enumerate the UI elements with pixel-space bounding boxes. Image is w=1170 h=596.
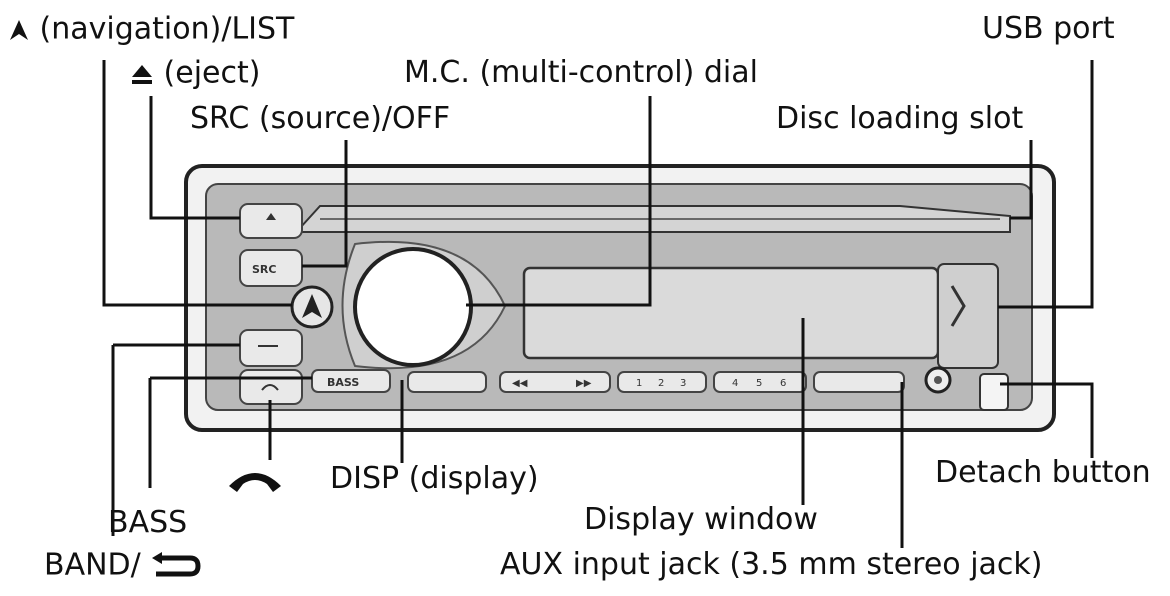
preset-6: 6 xyxy=(780,378,786,389)
label-navigation-text: (navigation)/LIST xyxy=(39,11,295,47)
usb-port-icon xyxy=(950,285,966,327)
label-band-text: BAND/ xyxy=(44,547,141,583)
phone-icon-small xyxy=(261,384,279,391)
label-src: SRC (source)/OFF xyxy=(190,101,451,136)
multi-control-dial[interactable] xyxy=(353,247,473,367)
label-usb-port: USB port xyxy=(982,11,1115,46)
label-eject-text: (eject) xyxy=(163,55,261,91)
label-band: BAND/ xyxy=(44,550,202,581)
label-navigation: (navigation)/LIST xyxy=(8,14,294,45)
src-button[interactable] xyxy=(239,249,303,287)
bass-button-label: BASS xyxy=(327,376,359,389)
src-button-label: SRC xyxy=(252,263,276,276)
navigation-button-icon xyxy=(302,294,322,318)
eject-icon xyxy=(132,64,152,84)
detach-button[interactable] xyxy=(979,373,1009,411)
eject-button[interactable] xyxy=(239,203,303,239)
preset-buttons-4-6[interactable] xyxy=(713,371,807,393)
track-next-icon: ▶▶ xyxy=(576,378,592,389)
return-icon xyxy=(152,551,201,576)
label-disc-slot: Disc loading slot xyxy=(776,101,1024,136)
back-button[interactable] xyxy=(239,329,303,367)
label-aux: AUX input jack (3.5 mm stereo jack) xyxy=(500,547,1043,582)
bass-button[interactable] xyxy=(311,369,391,393)
label-eject: (eject) xyxy=(130,58,260,89)
preset-buttons-1-3[interactable] xyxy=(617,371,707,393)
track-buttons[interactable] xyxy=(499,371,611,393)
phone-button[interactable] xyxy=(239,369,303,405)
preset-5: 5 xyxy=(756,378,762,389)
label-detach: Detach button xyxy=(935,455,1151,490)
usb-port-cover[interactable] xyxy=(937,263,999,369)
navigation-icon xyxy=(10,19,28,40)
preset-2: 2 xyxy=(658,378,664,389)
preset-4: 4 xyxy=(732,378,738,389)
preset-buttons-extra[interactable] xyxy=(813,371,905,393)
preset-1: 1 xyxy=(636,378,642,389)
track-prev-icon: ◀◀ xyxy=(512,378,528,389)
display-window xyxy=(522,266,940,360)
label-bass: BASS xyxy=(108,505,188,540)
label-phone xyxy=(225,463,285,494)
eject-button-icon xyxy=(266,213,276,220)
label-mc-dial: M.C. (multi-control) dial xyxy=(404,55,758,90)
preset-3: 3 xyxy=(680,378,686,389)
label-display-window: Display window xyxy=(584,502,818,537)
label-disp: DISP (display) xyxy=(330,461,539,496)
disp-button[interactable] xyxy=(407,371,487,393)
phone-icon xyxy=(229,472,281,492)
leader-lines xyxy=(102,60,1094,548)
